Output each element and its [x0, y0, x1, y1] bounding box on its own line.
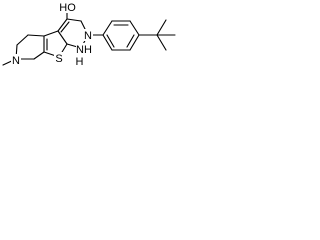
- chemical-structure-diagram: HO N NH H S N: [2, 1, 176, 68]
- nh-label: NH: [76, 43, 92, 56]
- hydroxyl-label: HO: [57, 1, 78, 14]
- piperidine-ring: [2, 34, 45, 66]
- nh-hydrogen-label: H: [75, 56, 84, 68]
- svg-text:N: N: [12, 55, 20, 67]
- nitrogen-top-label: N: [83, 29, 93, 42]
- svg-text:HO: HO: [59, 2, 76, 14]
- pyrimidine-ring: [57, 10, 104, 49]
- amine-nitrogen-label: N: [11, 54, 21, 67]
- svg-text:S: S: [55, 53, 62, 65]
- svg-text:NH: NH: [76, 44, 92, 56]
- tert-butyl-group: [138, 19, 176, 51]
- sulfur-label: S: [54, 52, 64, 65]
- svg-text:H: H: [76, 56, 84, 68]
- phenyl-ring: [102, 20, 140, 51]
- svg-text:N: N: [84, 30, 92, 42]
- thiophene-ring: [43, 30, 68, 58]
